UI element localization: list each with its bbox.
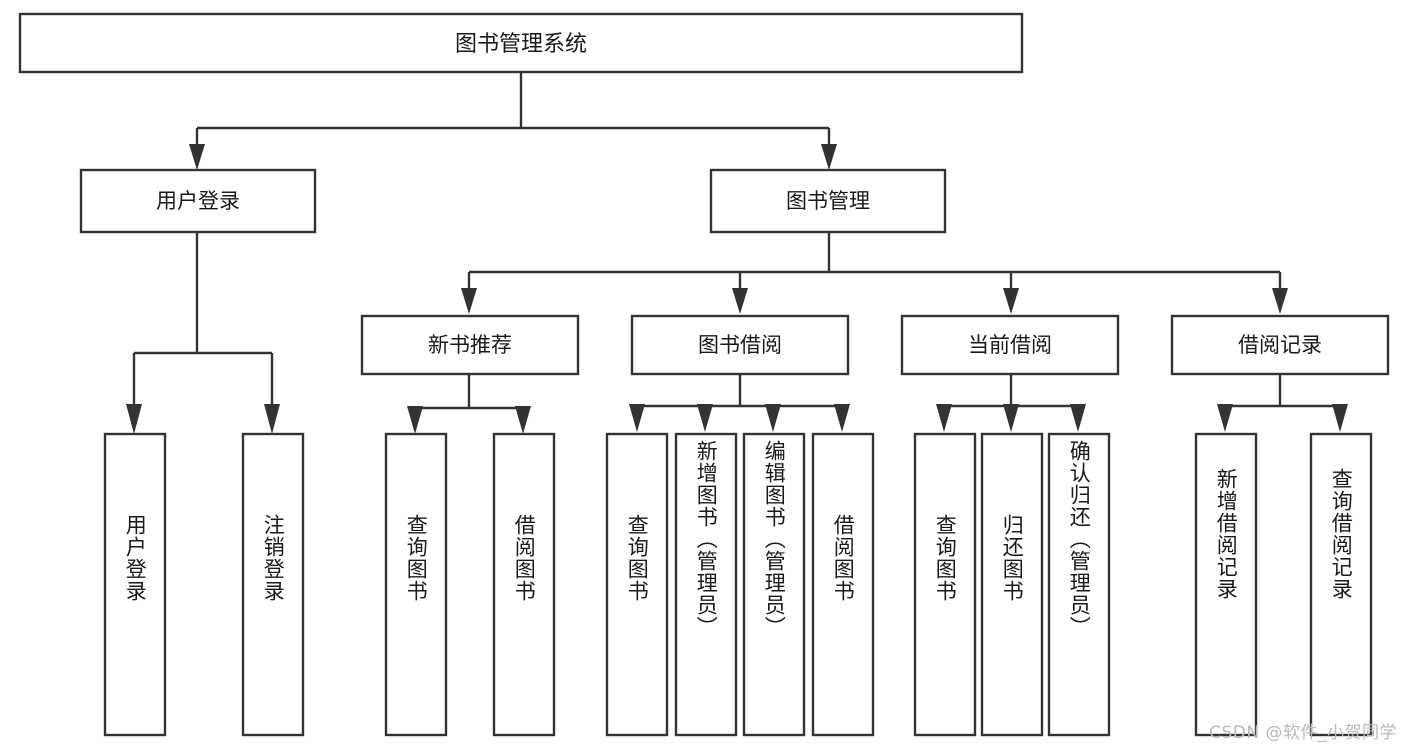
leaf-query-book-2-rect[interactable] xyxy=(605,432,669,737)
node-new-book-recommend-rect[interactable] xyxy=(360,314,580,376)
node-borrow-record-label: 借阅记录 xyxy=(1238,333,1322,357)
arrow-bm-book-borrow xyxy=(732,288,748,314)
node-current-borrow-rect[interactable] xyxy=(900,314,1120,376)
leaf-borrow-book-2-rect[interactable] xyxy=(811,432,875,737)
arrow-user-login-leaf-1 xyxy=(126,404,142,434)
node-book-manage-label: 图书管理 xyxy=(786,189,870,213)
arrow-bb-leaf-2 xyxy=(697,404,713,432)
arrow-root-to-book-manage xyxy=(821,144,837,170)
node-root[interactable]: 图书管理系统 xyxy=(18,12,1024,74)
node-user-login-rect[interactable] xyxy=(79,168,317,234)
node-book-borrow[interactable]: 图书借阅 xyxy=(630,314,850,376)
node-borrow-record[interactable]: 借阅记录 xyxy=(1170,314,1390,376)
arrow-cb-leaf-2 xyxy=(1003,404,1019,432)
arrow-nbr-leaf-1 xyxy=(407,406,423,434)
node-book-borrow-rect[interactable] xyxy=(630,314,850,376)
watermark: CSDN @软件_小贺同学 xyxy=(1209,723,1397,743)
connector-group-root xyxy=(189,72,837,170)
connector-group-current-borrow xyxy=(936,374,1086,432)
leaf-return-book-rect[interactable] xyxy=(980,432,1044,737)
node-root-rect[interactable] xyxy=(18,12,1024,74)
node-user-login-label: 用户登录 xyxy=(156,189,240,213)
node-root-label: 图书管理系统 xyxy=(455,32,587,57)
arrow-root-to-user-login xyxy=(189,144,205,170)
arrow-nbr-leaf-2 xyxy=(515,406,531,434)
arrow-bb-leaf-1 xyxy=(629,404,645,432)
node-current-borrow[interactable]: 当前借阅 xyxy=(900,314,1120,376)
arrow-bb-leaf-4 xyxy=(834,404,850,432)
leaf-logout-login-rect[interactable] xyxy=(241,432,305,737)
leaf-borrow-book-1-rect[interactable] xyxy=(492,432,556,737)
leaf-query-book-3-rect[interactable] xyxy=(913,432,977,737)
arrow-bm-borrow-record xyxy=(1272,288,1288,314)
connector-group-book-manage xyxy=(461,232,1288,314)
arrow-br-leaf-1 xyxy=(1217,404,1233,432)
connector-group-new-book-recommend xyxy=(407,374,531,434)
node-current-borrow-label: 当前借阅 xyxy=(968,333,1052,357)
arrow-bm-new-book-recommend xyxy=(461,288,477,314)
arrow-bm-current-borrow xyxy=(1003,288,1019,314)
node-user-login[interactable]: 用户登录 xyxy=(79,168,317,234)
arrow-bb-leaf-3 xyxy=(765,404,781,432)
arrow-cb-leaf-3 xyxy=(1070,404,1086,432)
arrow-cb-leaf-1 xyxy=(936,404,952,432)
node-book-manage-rect[interactable] xyxy=(709,168,947,234)
leaf-boxes xyxy=(103,432,1373,737)
connector-group-book-borrow xyxy=(629,374,850,432)
node-book-manage[interactable]: 图书管理 xyxy=(709,168,947,234)
leaf-add-book-rect[interactable] xyxy=(674,432,738,737)
arrow-user-login-leaf-2 xyxy=(264,404,280,434)
leaf-add-borrow-record-rect[interactable] xyxy=(1194,432,1258,737)
node-new-book-recommend-label: 新书推荐 xyxy=(428,333,512,357)
leaf-user-login-rect[interactable] xyxy=(103,432,167,737)
leaf-confirm-return-rect[interactable] xyxy=(1047,432,1111,737)
node-book-borrow-label: 图书借阅 xyxy=(698,333,782,357)
leaf-edit-book-rect[interactable] xyxy=(742,432,806,737)
leaf-query-borrow-record-rect[interactable] xyxy=(1309,432,1373,737)
node-borrow-record-rect[interactable] xyxy=(1170,314,1390,376)
arrow-br-leaf-2 xyxy=(1332,404,1348,432)
leaf-query-book-1-rect[interactable] xyxy=(384,432,448,737)
connector-group-user-login xyxy=(126,232,280,434)
connector-group-borrow-record xyxy=(1217,374,1348,432)
node-new-book-recommend[interactable]: 新书推荐 xyxy=(360,314,580,376)
